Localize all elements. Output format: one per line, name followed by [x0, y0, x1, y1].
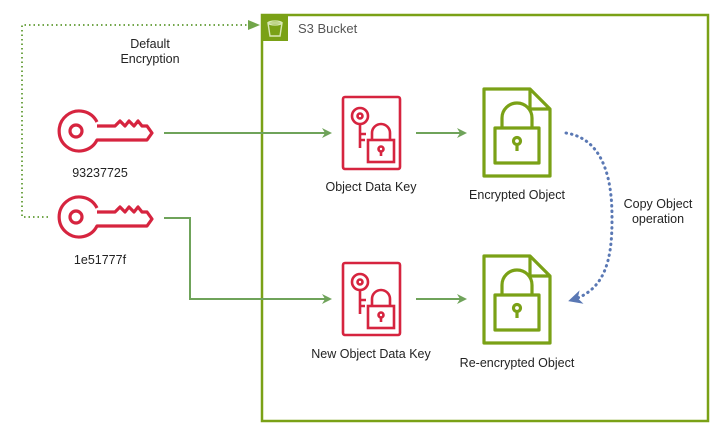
- copy-object-label-line1: Copy Object: [623, 197, 693, 211]
- key-id-label: 1e51777f: [73, 253, 127, 267]
- data-key-lock-icon: [341, 261, 402, 337]
- key-icon: [57, 109, 154, 153]
- encrypted-object-label: Encrypted Object: [469, 188, 565, 202]
- default-encryption-connector: [21, 24, 250, 218]
- reencrypted-object-label: Re-encrypted Object: [459, 356, 575, 370]
- default-encryption-label-line2: Encryption: [120, 52, 180, 66]
- new-object-data-key-label: New Object Data Key: [311, 347, 431, 361]
- locked-file-icon: [482, 254, 552, 345]
- s3-bucket-title: S3 Bucket: [298, 21, 358, 36]
- key-id-label: 93237725: [72, 166, 128, 180]
- key2-to-new-data-key-arrow: [164, 217, 332, 304]
- copy-object-operation-label: Copy Object operation: [616, 197, 700, 227]
- copy-object-connector: [564, 131, 614, 304]
- copy-object-label-line2: operation: [631, 212, 685, 226]
- default-encryption-arrowhead: [248, 20, 260, 30]
- key-icon: [57, 195, 154, 239]
- s3-bucket-icon: [262, 15, 288, 41]
- object-data-key-label: Object Data Key: [325, 180, 417, 194]
- default-encryption-label: Default Encryption: [110, 37, 190, 67]
- default-encryption-label-line1: Default: [130, 37, 170, 51]
- data-key-lock-icon: [341, 95, 402, 171]
- s3-bucket-container: [260, 13, 710, 423]
- locked-file-icon: [482, 87, 552, 178]
